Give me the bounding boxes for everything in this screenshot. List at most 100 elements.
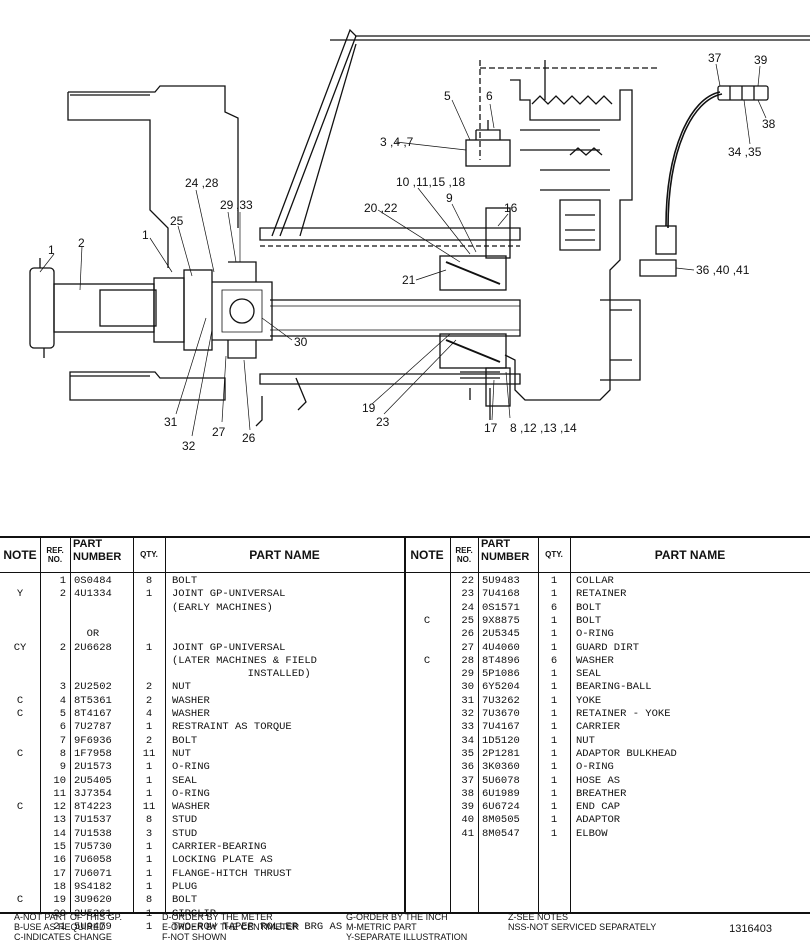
cell-ref-no: 8 [59, 747, 66, 760]
cell-qty: 1 [145, 721, 153, 734]
cell-part-number: 7U6058 [74, 854, 112, 867]
cell-qty: 1 [145, 854, 153, 867]
cell-part-number: 7U1537 [74, 814, 112, 827]
cell-ref-no: 16 [53, 854, 66, 867]
cell-ref-no: 6 [59, 721, 66, 734]
cell-qty: 1 [550, 628, 558, 641]
callout-9: 9 [446, 191, 453, 205]
legend-entry: Y-SEPARATE ILLUSTRATION [346, 932, 468, 942]
callout-16: 16 [504, 201, 518, 215]
callout-38: 38 [762, 117, 776, 131]
cell-part-name: O-RING [576, 628, 614, 641]
cell-part-name: CARRIER [576, 721, 621, 734]
cell-part-name: COLLAR [576, 575, 614, 587]
legend-entry: D-ORDER BY THE METER [162, 912, 273, 922]
cell-part-number: 8T4896 [482, 654, 520, 667]
cell-part-name: TWO-ROW TAPER ROLLER BRG AS [172, 920, 343, 933]
cell-ref-no: 9 [59, 761, 66, 774]
cell-part-number: 4U1334 [74, 588, 112, 601]
cell-part-number: 8M0505 [482, 814, 520, 827]
cell-ref-no: 5 [59, 708, 66, 720]
cell-part-name: YOKE [576, 694, 602, 707]
callout-labels: 1 2 1 25 24 ,28 29 ,33 5 6 3 ,4 ,7 10 ,1… [48, 51, 776, 453]
cell-ref-no: 26 [461, 628, 474, 641]
cell-note: Y [16, 588, 24, 601]
legend-entry: E-ORDER BY THE CENTIMETER [162, 922, 300, 932]
cell-part-number: 2U6628 [74, 641, 112, 654]
cell-part-name: ADAPTOR BULKHEAD [576, 747, 677, 760]
cell-part-name: BOLT [576, 614, 602, 627]
cell-ref-no: 40 [461, 814, 474, 827]
cell-part-name: (LATER MACHINES & FIELD [172, 654, 317, 667]
cell-ref-no: 31 [461, 694, 474, 707]
callout-37: 37 [708, 51, 722, 65]
legend-entry: Z-SEE NOTES [508, 912, 569, 922]
cell-ref-no: 28 [461, 654, 474, 667]
cell-qty: 1 [550, 747, 558, 760]
cell-part-name: NUT [172, 747, 191, 760]
legend-entry: M-METRIC PART [346, 922, 417, 932]
cell-ref-no: 33 [461, 721, 474, 734]
cell-qty: 1 [145, 920, 153, 933]
cell-part-number: 0S0484 [74, 575, 112, 587]
cell-part-name: INSTALLED) [172, 668, 311, 681]
cell-qty: 1 [145, 588, 153, 601]
legend-col-3: G-ORDER BY THE INCH M-METRIC PART Y-SEPA… [346, 912, 467, 942]
cell-ref-no: 24 [461, 601, 474, 614]
cell-ref-no: 30 [461, 681, 474, 694]
cell-note: C [16, 694, 24, 707]
cell-part-number: 9F6936 [74, 734, 112, 747]
legend-col-4: Z-SEE NOTES NSS-NOT SERVICED SEPARATELY [508, 912, 656, 932]
cell-qty: 1 [145, 787, 153, 800]
callout-30: 30 [294, 335, 308, 349]
cell-qty: 1 [550, 774, 558, 787]
cell-part-name: CIRCLIP [172, 907, 217, 920]
cell-part-number: 2U1573 [74, 761, 112, 774]
cell-qty: 1 [145, 841, 153, 853]
cell-part-number: 6U6724 [482, 801, 520, 814]
callout-21: 21 [402, 273, 416, 287]
cell-part-number: 5U6078 [482, 774, 520, 787]
table-row: INSTALLED) [0, 668, 810, 681]
header-part-name: PART NAME [249, 548, 320, 562]
callout-25: 25 [170, 214, 184, 228]
cell-part-name: BOLT [172, 575, 198, 587]
callout-31: 31 [164, 415, 178, 429]
cell-ref-no: 25 [461, 614, 474, 627]
cell-part-name: BOLT [172, 894, 198, 907]
cell-qty: 1 [145, 880, 153, 893]
cell-part-name: JOINT GP-UNIVERSAL [172, 641, 286, 654]
callout-17: 17 [484, 421, 498, 435]
cell-ref-no: 29 [461, 668, 474, 681]
callout-8-12-13-14: 8 ,12 ,13 ,14 [510, 421, 577, 435]
cell-part-number: 8T4223 [74, 801, 112, 814]
cell-qty: 1 [550, 721, 558, 734]
cell-part-name: (EARLY MACHINES) [172, 601, 273, 614]
header-part-name: PART NAME [654, 548, 726, 562]
legend-entry: B-USE AS REQUIRED [14, 922, 106, 932]
legend-footer: A-NOT PART OF THIS GP. B-USE AS REQUIRED… [0, 910, 810, 951]
callout-36-40-41: 36 ,40 ,41 [696, 263, 750, 277]
callout-23: 23 [376, 415, 390, 429]
header-ref-no: REF.NO. [455, 546, 473, 564]
callout-20-22: 20 ,22 [364, 201, 398, 215]
callout-3-4-7: 3 ,4 ,7 [380, 135, 414, 149]
cell-part-name: RETAINER - YOKE [576, 708, 671, 720]
cell-part-name: HOSE AS [576, 774, 621, 787]
